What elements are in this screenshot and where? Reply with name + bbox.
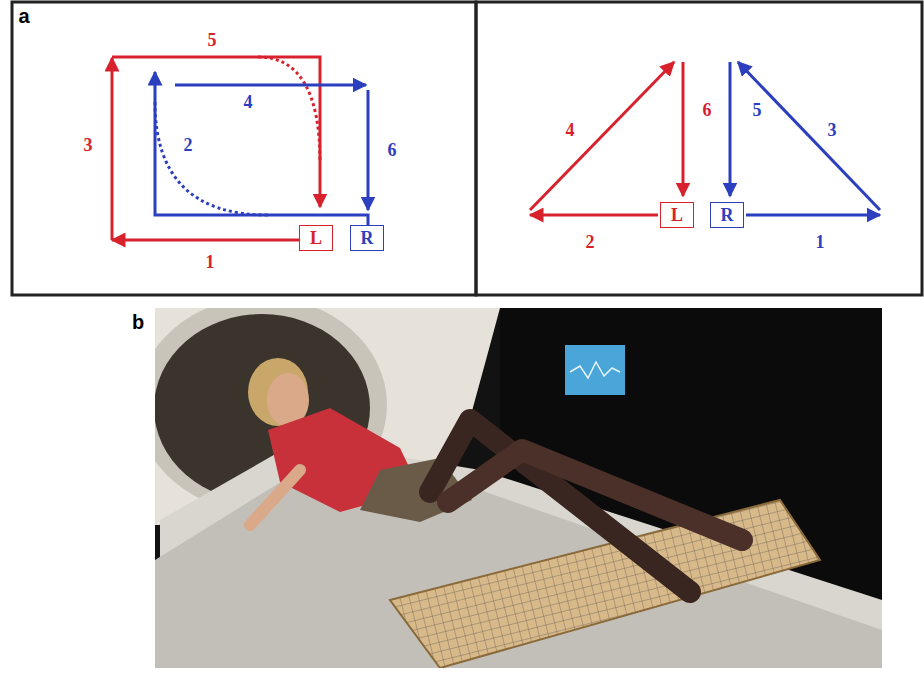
art-shape xyxy=(155,308,882,668)
right-trajectory xyxy=(530,62,880,215)
side-letter: R xyxy=(721,206,734,224)
step-number: 4 xyxy=(244,93,253,111)
step-number: 3 xyxy=(84,136,93,154)
art-shape xyxy=(175,84,366,87)
step-number: 5 xyxy=(208,31,217,49)
art-shape xyxy=(112,57,320,207)
art-shape xyxy=(258,57,320,162)
step-number: 6 xyxy=(703,101,712,119)
step-number: 4 xyxy=(566,121,575,139)
side-box: R xyxy=(350,225,384,251)
art-shape xyxy=(248,358,308,426)
art-shape xyxy=(530,62,674,210)
art-shape xyxy=(570,362,620,378)
art-shape xyxy=(155,72,368,225)
art-shape xyxy=(155,102,268,215)
panel-letter: b xyxy=(132,312,144,332)
side-letter: L xyxy=(671,206,683,224)
step-number: 3 xyxy=(828,121,837,139)
art-shape xyxy=(682,62,685,196)
step-number: 6 xyxy=(388,141,397,159)
step-number: 2 xyxy=(586,233,595,251)
panel-frames xyxy=(12,2,922,295)
art-shape xyxy=(111,58,114,240)
side-box: L xyxy=(660,202,694,228)
art-shape xyxy=(112,239,299,242)
art-shape xyxy=(367,90,370,210)
step-number: 1 xyxy=(816,233,825,251)
panel-letter: a xyxy=(18,6,29,26)
side-letter: L xyxy=(310,229,322,247)
art-shape xyxy=(729,62,732,196)
side-box: L xyxy=(299,225,333,251)
art-shape xyxy=(746,214,880,217)
art-shape xyxy=(476,2,922,295)
step-number: 1 xyxy=(206,253,215,271)
art-shape xyxy=(12,2,476,295)
step-number: 5 xyxy=(753,101,762,119)
art-shape xyxy=(155,470,882,668)
art-shape xyxy=(565,345,625,395)
ct-photo xyxy=(155,308,882,668)
art-shape xyxy=(448,450,742,540)
art-shape xyxy=(250,470,300,525)
side-box: R xyxy=(710,202,744,228)
step-number: 2 xyxy=(184,136,193,154)
left-trajectory xyxy=(112,57,368,240)
art-shape xyxy=(738,62,880,210)
side-letter: R xyxy=(361,229,374,247)
art-shape xyxy=(530,214,658,217)
